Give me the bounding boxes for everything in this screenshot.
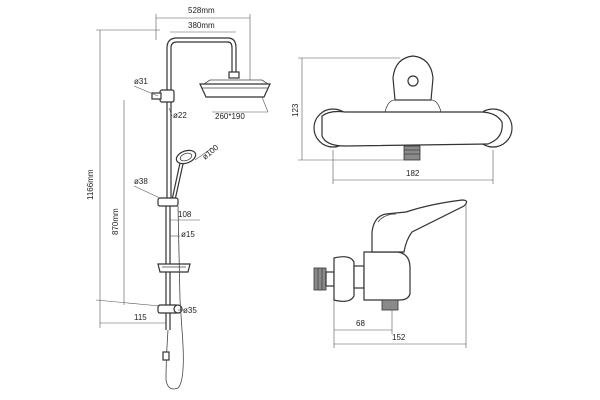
label-528: 528mm [188, 6, 215, 15]
mixer-body-side [363, 251, 411, 301]
hand-shower-head [175, 149, 197, 165]
hose-outlet [173, 304, 183, 314]
hand-shower-face [179, 152, 193, 162]
label-870: 870mm [111, 208, 120, 235]
label-1166: 1166mm [86, 169, 95, 200]
handle-base-front [384, 99, 442, 113]
label-152: 152 [392, 333, 406, 342]
label-68: 68 [356, 319, 365, 328]
label-108: 108 [178, 210, 192, 219]
outlet-thread-side [381, 299, 399, 311]
inlet-thread-side [313, 267, 327, 291]
shower-column [151, 37, 271, 390]
hand-shower-handle [171, 162, 181, 201]
slider-bracket [157, 197, 179, 207]
label-dia-22: ø22 [173, 111, 187, 120]
label-dia-100: ø100 [201, 143, 221, 162]
shower-arm [166, 37, 237, 74]
rain-shower-head [199, 83, 271, 98]
label-123: 123 [291, 103, 300, 117]
mixer-body-front [321, 110, 503, 147]
head-connector [228, 71, 240, 79]
mixer-lever-side [371, 199, 468, 253]
label-dia-15: ø15 [181, 230, 195, 239]
column-dimensions: 528mm 380mm 1166mm 870mm ø31 ø22 260*190… [86, 6, 269, 328]
rain-shower-head-top [203, 79, 269, 85]
mixer-front-dimensions: 123 182 [291, 57, 494, 184]
outlet-thread-front [403, 145, 421, 161]
label-380: 380mm [188, 21, 215, 30]
handle-cap-front [407, 75, 419, 87]
eccentric-connector [325, 271, 335, 287]
label-dia-31: ø31 [134, 77, 148, 86]
soap-dish [157, 263, 191, 273]
shower-arm-inner [170, 41, 233, 74]
mixer-front-view [313, 55, 513, 161]
hose-nut [162, 351, 170, 361]
label-260x190: 260*190 [215, 112, 245, 121]
wall-flange-side [333, 256, 355, 302]
top-wall-bracket-arm [151, 92, 162, 100]
top-wall-bracket [159, 89, 175, 103]
mixer-side-dimensions: 68 152 [333, 204, 467, 348]
label-182: 182 [406, 169, 420, 178]
label-dia-35: ø35 [183, 306, 197, 315]
mixer-side-view [313, 199, 468, 311]
hand-shower-handle-b [174, 163, 184, 201]
label-dia-38: ø38 [134, 177, 148, 186]
label-115: 115 [134, 313, 147, 322]
flange-collar-side [353, 265, 365, 289]
